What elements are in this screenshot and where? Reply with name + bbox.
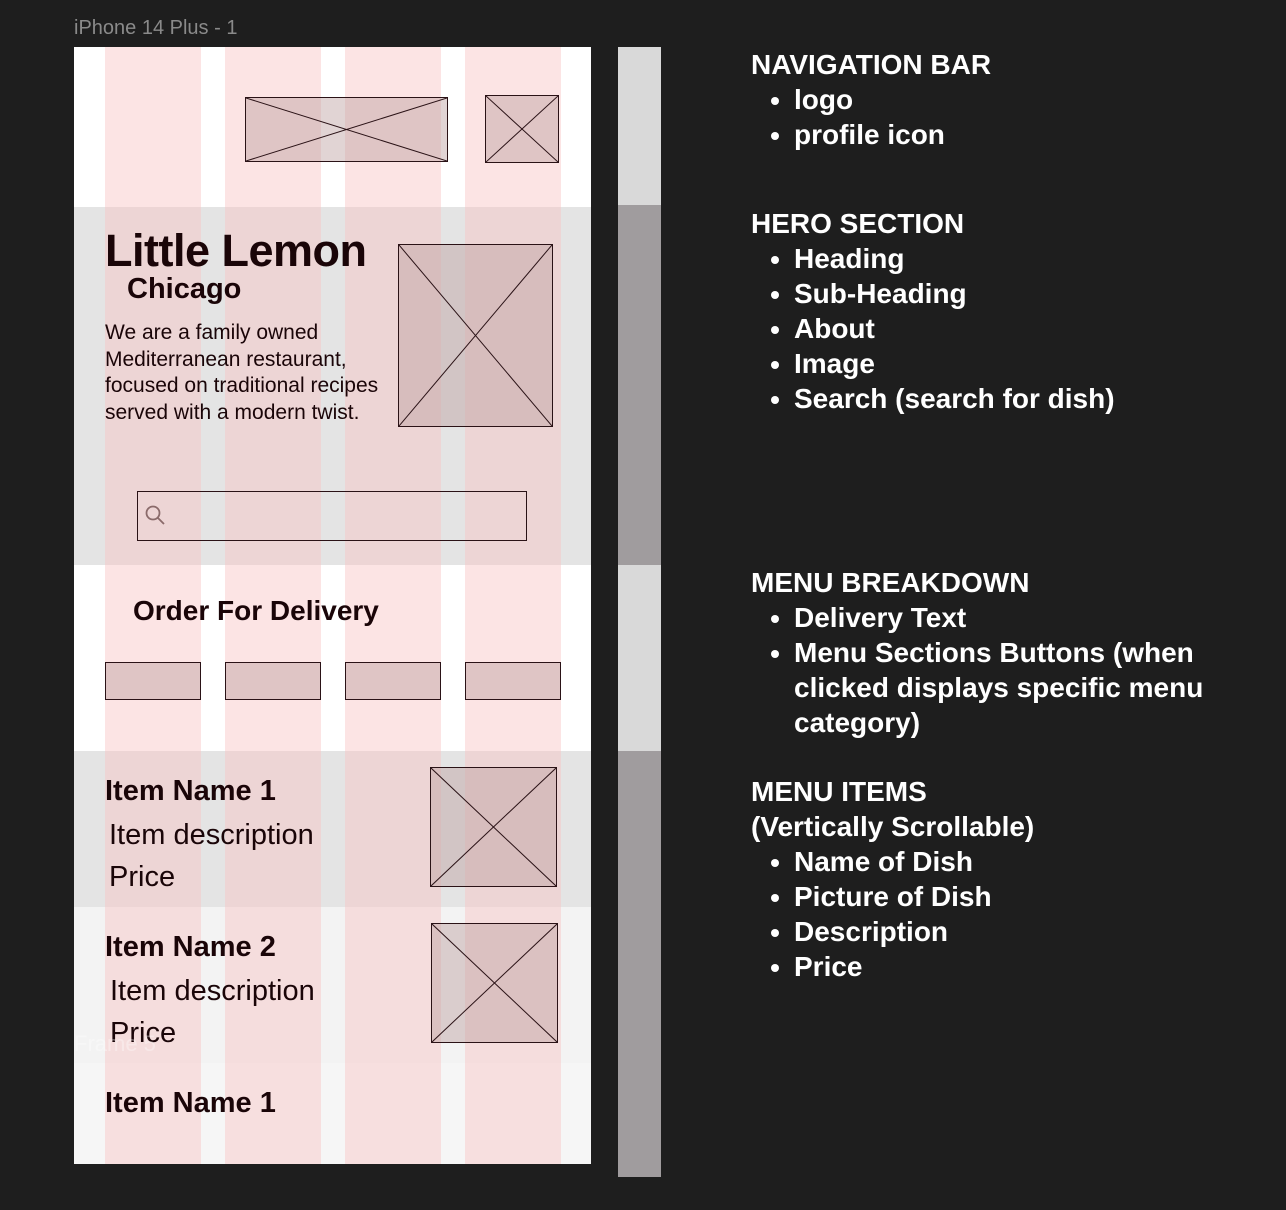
item-price: Price — [110, 1017, 177, 1049]
search-icon — [145, 505, 165, 525]
section-marker-menu-breakdown — [618, 565, 661, 751]
menu-section-button[interactable] — [345, 662, 441, 700]
order-for-delivery-text: Order For Delivery — [133, 595, 379, 626]
note-bullet: Description — [794, 914, 1034, 949]
menu-item-3-section — [74, 1063, 591, 1164]
item-price: Price — [109, 861, 176, 893]
hero-heading: Little Lemon — [105, 225, 367, 276]
note-title: HERO SECTION — [751, 208, 965, 239]
item-name[interactable]: Item Name 2 — [105, 931, 276, 963]
note-bullet: Name of Dish — [794, 844, 1034, 879]
menu-section-button[interactable] — [105, 662, 201, 700]
section-marker-navigation — [618, 47, 661, 205]
hero-image-placeholder — [398, 244, 553, 427]
note-bullet: Delivery Text — [794, 600, 1231, 635]
iphone-frame: Little Lemon Chicago We are a family own… — [74, 47, 591, 1164]
profile-icon-placeholder[interactable] — [485, 95, 559, 163]
note-title: MENU ITEMS — [751, 776, 927, 807]
navigation-bar-section — [74, 47, 591, 207]
note-bullet: Menu Sections Buttons (when clicked disp… — [794, 635, 1234, 740]
note-bullet: Picture of Dish — [794, 879, 1034, 914]
note-bullet: Search (search for dish) — [794, 381, 1115, 416]
note-title: NAVIGATION BAR — [751, 49, 992, 80]
note-bullet: Price — [794, 949, 1034, 984]
item-description: Item description — [110, 975, 315, 1007]
note-subtitle: (Vertically Scrollable) — [751, 811, 1035, 842]
frame-5-label: Frame 5 — [74, 1031, 156, 1056]
menu-item-1-section — [74, 751, 591, 907]
notes-hero-section: HERO SECTION Heading Sub-Heading About I… — [751, 206, 1115, 416]
hero-section — [74, 207, 591, 565]
menu-item-2-section — [74, 907, 591, 1063]
hero-subheading: Chicago — [127, 273, 242, 305]
item-description: Item description — [109, 819, 314, 851]
logo-placeholder[interactable] — [245, 97, 448, 162]
note-bullet: profile icon — [794, 117, 991, 152]
item-name[interactable]: Item Name 1 — [105, 1087, 276, 1119]
dish-picture-placeholder[interactable] — [431, 923, 558, 1043]
menu-section-button[interactable] — [465, 662, 561, 700]
note-bullet: Image — [794, 346, 1115, 381]
notes-menu-breakdown: MENU BREAKDOWN Delivery Text Menu Sectio… — [751, 565, 1251, 740]
dish-search-input[interactable] — [137, 491, 527, 541]
item-name[interactable]: Item Name 1 — [105, 775, 276, 807]
note-bullet: logo — [794, 82, 991, 117]
section-marker-menu-items — [618, 751, 661, 1177]
note-bullet: Sub-Heading — [794, 276, 1115, 311]
note-title: MENU BREAKDOWN — [751, 567, 1030, 598]
frame-label: iPhone 14 Plus - 1 — [74, 17, 238, 39]
dish-picture-placeholder[interactable] — [430, 767, 557, 887]
section-marker-hero — [618, 205, 661, 565]
menu-breakdown-section — [74, 565, 591, 751]
note-bullet: About — [794, 311, 1115, 346]
notes-navigation-bar: NAVIGATION BAR logo profile icon — [751, 47, 991, 152]
notes-menu-items: MENU ITEMS (Vertically Scrollable) Name … — [751, 774, 1034, 984]
note-bullet: Heading — [794, 241, 1115, 276]
hero-about-text: We are a family owned Mediterranean rest… — [105, 321, 379, 424]
menu-section-button[interactable] — [225, 662, 321, 700]
